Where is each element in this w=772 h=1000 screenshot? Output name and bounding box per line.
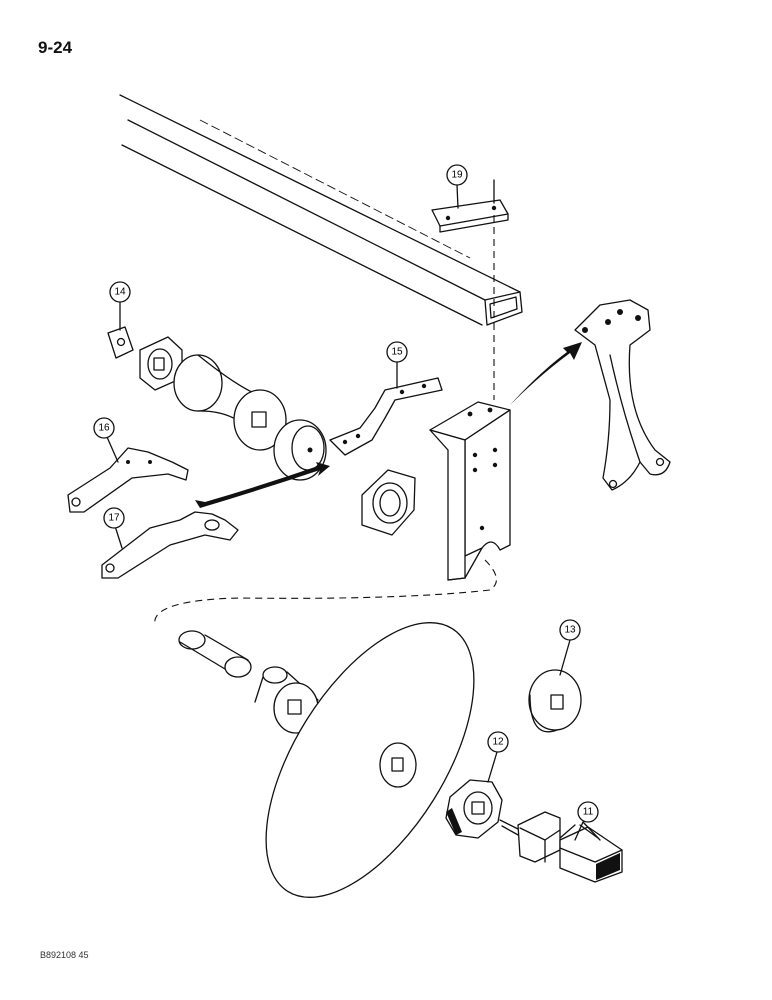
callout-12-label: 12 bbox=[492, 737, 504, 748]
spacer-tube bbox=[178, 630, 252, 678]
part-16-scraper-arm bbox=[67, 447, 189, 513]
callout-16-label: 16 bbox=[98, 423, 110, 434]
callout-11-label: 11 bbox=[583, 807, 594, 818]
callout-16: 16 bbox=[93, 417, 115, 439]
callout-13: 13 bbox=[559, 619, 581, 641]
callout-12: 12 bbox=[487, 731, 509, 753]
dust-cap-13 bbox=[528, 669, 582, 733]
callout-17-label: 17 bbox=[108, 513, 120, 524]
bearing-housing-left bbox=[139, 336, 183, 391]
dust-cap-left bbox=[273, 419, 327, 481]
callout-14-label: 14 bbox=[114, 287, 126, 298]
callout-15-label: 15 bbox=[391, 347, 403, 358]
part-15-offset-plate bbox=[329, 377, 443, 456]
callout-11: 11 bbox=[577, 801, 599, 823]
spool bbox=[173, 354, 287, 451]
bearing-housing-center bbox=[361, 469, 416, 536]
axle-bolt-11 bbox=[499, 811, 623, 883]
nut-12 bbox=[445, 779, 503, 839]
reference-code: B892108 45 bbox=[40, 950, 89, 960]
part-14-plate bbox=[107, 326, 134, 359]
disc-blade bbox=[265, 622, 475, 898]
callout-leaders bbox=[106, 184, 601, 841]
callout-19: 19 bbox=[446, 164, 468, 186]
callout-17: 17 bbox=[103, 507, 125, 529]
callout-14: 14 bbox=[109, 281, 131, 303]
page-number: 9-24 bbox=[38, 38, 73, 57]
disc-standard-bracket bbox=[429, 401, 511, 581]
swing-arm bbox=[510, 299, 671, 491]
callout-15: 15 bbox=[386, 341, 408, 363]
callout-13-label: 13 bbox=[564, 625, 576, 636]
part-17-scraper-arm bbox=[101, 462, 330, 579]
plate-19 bbox=[431, 179, 509, 400]
callout-19-label: 19 bbox=[451, 170, 463, 181]
axle-alignment-line bbox=[154, 559, 497, 626]
